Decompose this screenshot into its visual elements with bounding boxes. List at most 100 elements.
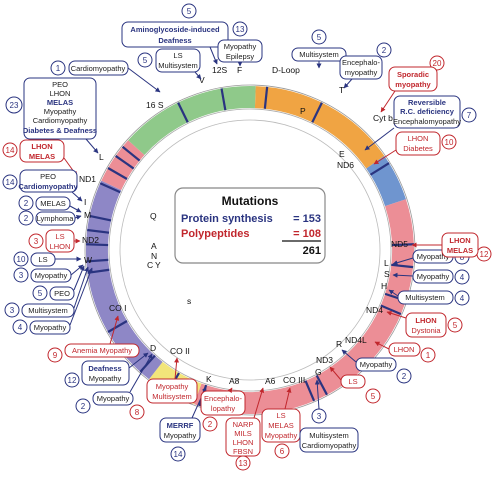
callout-a6: 13 NARP MILS LHON FBSN	[225, 387, 265, 471]
callout-d-deafness: 12 Deafness Myopathy	[64, 352, 149, 388]
callout-co1: 9 Anemia Myopathy	[47, 315, 140, 363]
count-number: 14	[6, 146, 15, 155]
callout-w-multisystem: 3 Multisystem	[4, 266, 89, 318]
gene-y: Y	[155, 260, 161, 270]
callout-nd4: 5 LHON Dystonia	[386, 310, 463, 338]
callout-nd3: 5 LS	[329, 366, 381, 404]
callout-text: Myopathy	[265, 431, 298, 440]
gene-s-right: S	[384, 269, 390, 279]
callout-box	[340, 374, 366, 389]
callout-box	[159, 417, 201, 443]
count-number: 3	[317, 412, 322, 421]
summary-title: Mutations	[222, 194, 279, 208]
callout-text: Encephalomyopathy	[393, 117, 461, 126]
callout-box	[388, 66, 438, 92]
callout-arrow	[69, 205, 82, 213]
count-number: 7	[467, 111, 472, 120]
callout-arrow	[284, 387, 292, 410]
callout-arrow	[174, 357, 180, 380]
callout-arrow	[71, 191, 83, 202]
callout-text: Multisystem	[405, 293, 445, 302]
count-circle	[137, 52, 153, 68]
callout-text: MELAS	[447, 246, 473, 255]
callout-text: Anemia Myopathy	[72, 346, 132, 355]
callout-text: Dystonia	[411, 326, 441, 335]
callout-box	[155, 48, 201, 73]
count-circle	[376, 42, 392, 58]
trna-tick	[89, 214, 112, 222]
callout-l-upper: 23 PEO LHON MELAS Myopathy Cardiomyopath…	[5, 77, 99, 154]
gene-l-upper: L	[99, 152, 104, 162]
callout-box	[393, 95, 461, 129]
callout-text: Sporadic	[397, 70, 429, 79]
count-number: 9	[53, 351, 58, 360]
count-circle	[4, 302, 20, 318]
callout-arrow	[329, 366, 342, 381]
callout-text: Cardiomyopathy	[302, 441, 357, 450]
gene-cytb: Cyt b	[373, 113, 393, 123]
count-circle	[461, 107, 477, 123]
callout-text: PEO	[54, 289, 70, 298]
count-number: 12	[480, 250, 489, 259]
callout-arrow	[392, 272, 414, 278]
gene-k: K	[206, 374, 212, 384]
callout-box	[21, 303, 75, 318]
count-circle	[420, 347, 436, 363]
gene-t: T	[339, 85, 344, 95]
gene-d: D	[150, 343, 156, 353]
count-circle	[18, 210, 34, 226]
callout-arrow	[392, 257, 414, 266]
count-number: 13	[236, 25, 245, 34]
callout-w-myopathy-2: 4 Myopathy	[12, 267, 93, 335]
callout-arrow	[341, 349, 357, 363]
count-number: 13	[239, 459, 248, 468]
trna-tick	[391, 243, 414, 247]
count-number: 4	[460, 294, 465, 303]
gene-nd6: ND6	[337, 160, 354, 170]
callout-arrow	[128, 352, 149, 369]
callout-p: 7 Reversible R.C. deficiency Encephalomy…	[364, 95, 477, 151]
callout-text: Multisystem	[158, 61, 198, 70]
callout-box	[121, 21, 229, 48]
callout-box	[339, 55, 383, 80]
callout-box	[388, 342, 421, 357]
summary-box-frame	[174, 187, 326, 264]
callout-text: LHON	[50, 89, 71, 98]
callout-arrow	[374, 341, 390, 350]
callout-arrow	[194, 71, 202, 80]
gene-i: I	[84, 197, 86, 207]
callout-arrow	[109, 315, 120, 345]
callout-arrow	[129, 353, 153, 393]
callout-text: MELAS	[40, 199, 65, 208]
callout-box	[299, 427, 359, 453]
count-number: 1	[426, 351, 431, 360]
callout-nd2: 3 LS LHON	[28, 229, 81, 253]
callout-box	[81, 360, 130, 386]
callout-text: lopathy	[211, 404, 235, 413]
callout-text: Multisystem	[28, 306, 68, 315]
callout-cyt-b: 20 Sporadic myopathy	[380, 55, 445, 113]
trna-tick	[311, 102, 323, 123]
callout-m-melas: 2 MELAS	[18, 195, 82, 213]
callout-text: MILS	[234, 429, 252, 438]
gene-g: G	[315, 367, 322, 377]
gene-n: N	[151, 251, 157, 261]
callout-arrow	[253, 387, 265, 419]
callout-text: Deafness	[88, 364, 121, 373]
callout-text: LS	[276, 411, 285, 420]
count-circle	[28, 233, 44, 249]
callout-text: Myopathy	[417, 252, 450, 261]
count-circle	[454, 269, 470, 285]
gene-m: M	[84, 210, 91, 220]
callout-text: Myopathy	[44, 107, 77, 116]
count-number: 8	[135, 408, 140, 417]
count-circle	[2, 174, 18, 190]
gene-16s: 16 S	[146, 100, 164, 110]
callout-text: MELAS	[268, 421, 293, 430]
trna-tick	[115, 155, 135, 170]
count-number: 5	[38, 289, 43, 298]
callout-text: LHON	[394, 345, 415, 354]
count-number: 10	[17, 255, 26, 264]
trna-tick	[369, 162, 390, 176]
trna-tick	[86, 243, 109, 247]
